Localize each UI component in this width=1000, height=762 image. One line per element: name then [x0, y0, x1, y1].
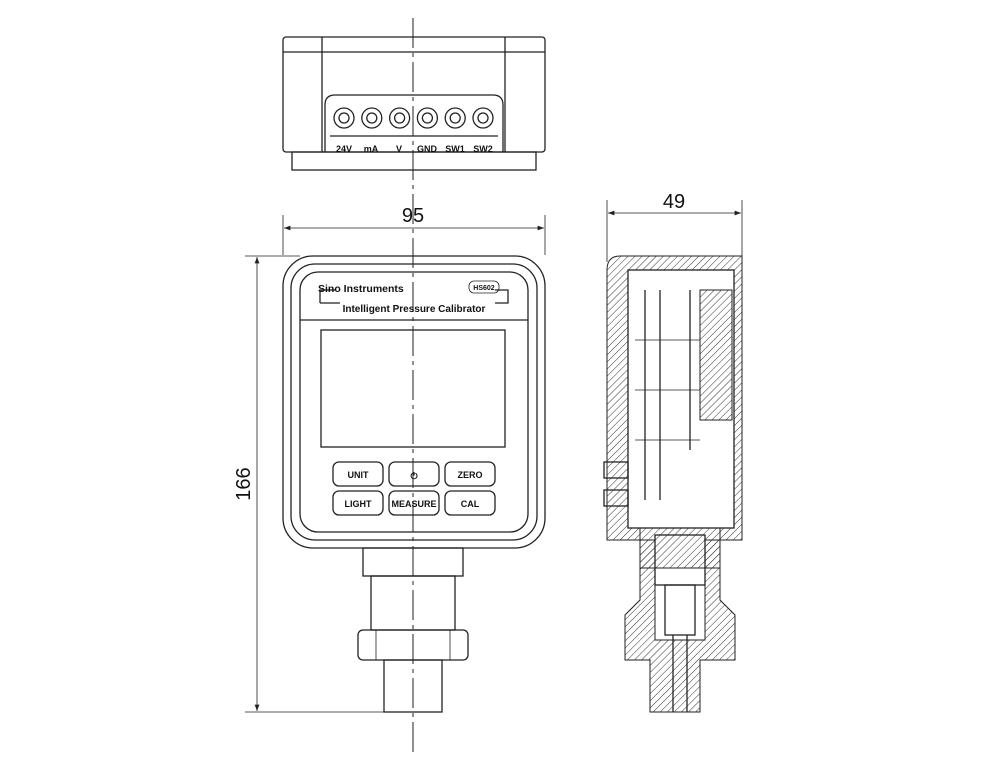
light-button-label: LIGHT	[345, 499, 372, 509]
zero-button-label: ZERO	[457, 470, 482, 480]
side-section-view	[603, 255, 743, 713]
terminal-screw-icon	[361, 107, 383, 129]
terminal-ma: mA	[364, 144, 379, 154]
terminal-labels: 24V mA V GND SW1 SW2	[336, 144, 493, 154]
terminal-sw2: SW2	[473, 144, 493, 154]
terminal-screw-icon	[472, 107, 494, 129]
unit-button-label: UNIT	[348, 470, 369, 480]
display-screen	[320, 329, 506, 448]
terminal-screw-icon	[477, 112, 489, 124]
keypad: UNIT ⏻ ZERO LIGHT MEASURE CAL	[332, 461, 496, 516]
terminal-screw-icon	[338, 112, 350, 124]
dimension-height: 166	[233, 255, 385, 713]
power-icon: ⏻	[410, 471, 418, 481]
zero-button[interactable]	[444, 461, 496, 487]
product-name: Intelligent Pressure Calibrator	[343, 304, 486, 315]
unit-button[interactable]	[332, 461, 384, 487]
terminal-screw-icon	[333, 107, 355, 129]
terminal-screw-icon	[421, 112, 434, 124]
terminal-v: V	[396, 144, 402, 154]
cal-button-label: CAL	[461, 499, 480, 509]
terminal-screw-icon	[388, 107, 411, 129]
light-button[interactable]	[332, 490, 384, 516]
measure-button[interactable]	[388, 490, 440, 516]
power-button[interactable]	[388, 461, 440, 487]
brand-name: Sino Instruments	[318, 283, 404, 295]
dimension-width-label: 95	[402, 205, 424, 227]
terminal-screw-icon	[393, 112, 406, 124]
cal-button[interactable]	[444, 490, 496, 516]
terminal-sw1: SW1	[445, 144, 465, 154]
dimension-width: 95	[282, 205, 546, 255]
terminal-gnd: GND	[417, 144, 438, 154]
measure-button-label: MEASURE	[391, 499, 436, 509]
front-view	[282, 255, 546, 713]
terminal-screw-icon	[444, 107, 466, 129]
terminal-screw-icon	[416, 107, 439, 129]
terminal-screw-icon	[366, 112, 378, 124]
terminal-24v: 24V	[336, 144, 352, 154]
dimension-depth: 49	[606, 191, 743, 262]
model-badge: HS602	[473, 285, 495, 292]
terminal-screw-icon	[449, 112, 461, 124]
dimension-height-label: 166	[233, 467, 255, 500]
dimension-depth-label: 49	[663, 191, 685, 213]
top-view	[282, 36, 546, 171]
